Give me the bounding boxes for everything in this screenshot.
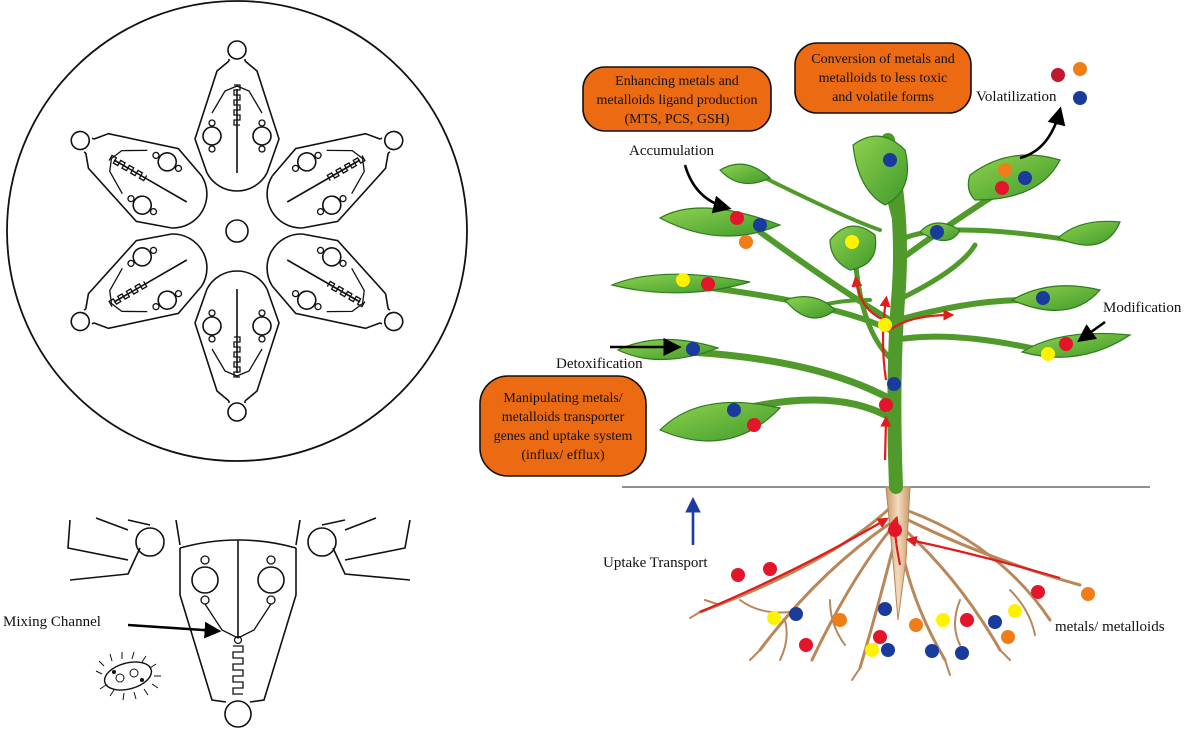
- soil-metal-dots: [731, 562, 1095, 660]
- chip-arm-4: [194, 270, 280, 422]
- transporter-box-line-1: Manipulating metals/: [503, 391, 622, 406]
- uptake-transport-label: Uptake Transport: [603, 555, 708, 571]
- disk-outline: [6, 0, 468, 462]
- mixing-channel-junction: [233, 635, 243, 645]
- chip-arm-3: [249, 213, 424, 364]
- ligand-box: Enhancing metals and metalloids ligand p…: [582, 66, 772, 132]
- conversion-box: Conversion of metals and metalloids to l…: [794, 42, 972, 114]
- ligand-box-line-1: Enhancing metals and: [615, 74, 739, 89]
- central-inlet-chamber: [225, 219, 249, 243]
- bacterium-icon: [95, 651, 161, 701]
- conversion-box-line-3: and volatile forms: [832, 90, 934, 105]
- volatilization-label: Volatilization: [976, 89, 1057, 105]
- outlet-chamber: [224, 700, 252, 728]
- modification-label: Modification: [1103, 300, 1182, 316]
- chip-arm-2: [249, 98, 424, 249]
- leaves: [610, 135, 1132, 442]
- chip-arm-6: [50, 98, 225, 249]
- ligand-box-line-3: (MTS, PCS, GSH): [624, 112, 729, 127]
- transporter-box-line-3: genes and uptake system: [494, 429, 633, 444]
- volatilization-arrow: [1019, 106, 1066, 160]
- chip-arm-5: [50, 213, 225, 364]
- accumulation-arrow: [683, 164, 732, 214]
- modification-arrow: [1077, 320, 1106, 343]
- chip-arm-1: [194, 40, 280, 192]
- translocation-arrows: [699, 275, 1061, 614]
- mixing-channel-label: Mixing Channel: [3, 614, 101, 630]
- plant-illustration: Enhancing metals and metalloids ligand p…: [479, 42, 1182, 681]
- transporter-box-line-4: (influx/ efflux): [521, 448, 605, 463]
- volatile-dots: [1051, 62, 1087, 105]
- transporter-box-line-2: metalloids transporter: [502, 410, 625, 425]
- mixing-channel-arrow: [127, 621, 222, 639]
- ligand-box-line-2: metalloids ligand production: [597, 93, 758, 108]
- chip-arm-zoom: Mixing Channel: [3, 517, 411, 728]
- detoxification-label: Detoxification: [556, 356, 643, 372]
- plant-metal-dots: [676, 153, 1073, 537]
- transporter-box: Manipulating metals/ metalloids transpor…: [479, 375, 647, 477]
- conversion-box-line-2: metalloids to less toxic: [819, 71, 948, 86]
- accumulation-label: Accumulation: [629, 143, 714, 159]
- microfluidic-disk: [6, 0, 468, 462]
- conversion-box-line-1: Conversion of metals and: [811, 52, 954, 67]
- metals-metalloids-label: metals/ metalloids: [1055, 619, 1165, 635]
